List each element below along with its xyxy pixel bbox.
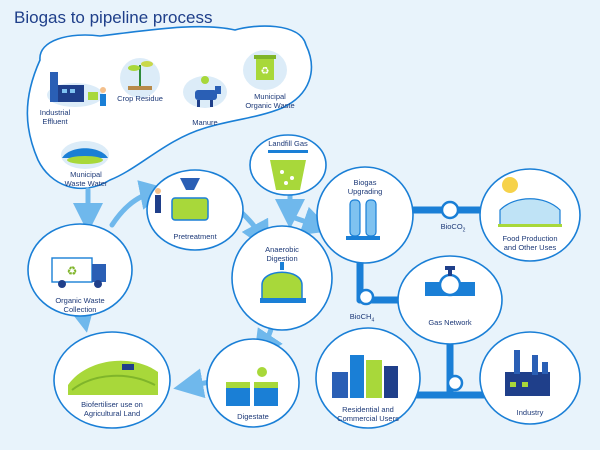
label-residential-commercial: Residential and Commercial Users xyxy=(337,405,399,423)
label-biogas-upgrading: Biogas Upgrading xyxy=(347,178,383,196)
valve-icon xyxy=(425,266,475,297)
plant-icon xyxy=(120,58,160,98)
svg-text:♻: ♻ xyxy=(261,66,270,77)
factory-icon xyxy=(47,72,106,107)
label-pretreatment: Pretreatment xyxy=(173,232,217,241)
label-bioco2: BioCO2 xyxy=(440,222,466,234)
label-food-production: Food Production and Other Uses xyxy=(502,234,558,252)
label-bioch4: BioCH4 xyxy=(349,312,375,324)
label-municipal-waste-water: Municipal Waste Water xyxy=(64,170,108,188)
recycle-bin-icon: ♻ xyxy=(243,50,287,90)
label-landfill-gas: Landfill Gas xyxy=(268,139,308,148)
svg-text:♻: ♻ xyxy=(67,264,78,278)
truck-icon: ♻ xyxy=(51,257,106,288)
label-crop-residue: Crop Residue xyxy=(117,94,163,103)
label-digestate: Digestate xyxy=(237,412,269,421)
biogas-upgrading-node xyxy=(316,166,414,264)
label-municipal-organic-waste: Municipal Organic Waste xyxy=(245,92,295,110)
digestate-tanks-icon xyxy=(226,367,278,406)
farmland-icon xyxy=(68,360,158,395)
pipe-outlet-icon xyxy=(61,141,109,169)
label-anaerobic-digestion: Anaerobic Digestion xyxy=(265,245,299,263)
gas-network-node xyxy=(397,255,503,345)
upgrading-columns-icon xyxy=(346,199,380,240)
pipe-valves xyxy=(357,200,464,392)
label-organic-waste-collection: Organic Waste Collection xyxy=(55,296,105,314)
landfill-icon xyxy=(268,150,308,190)
label-biofertiliser: Biofertiliser use on Agricultural Land xyxy=(81,400,143,418)
hopper-tank-icon xyxy=(155,178,209,221)
label-industrial-effluent: Industrial Effluent xyxy=(39,108,71,126)
label-manure: Manure xyxy=(192,118,218,127)
page-title: Biogas to pipeline process xyxy=(14,8,213,27)
label-industry: Industry xyxy=(516,408,544,417)
industry-icon xyxy=(505,350,550,396)
city-buildings-icon xyxy=(332,355,398,398)
greenhouse-icon xyxy=(498,177,562,227)
cow-icon xyxy=(183,76,227,108)
label-gas-network: Gas Network xyxy=(428,318,472,327)
digester-dome-icon xyxy=(260,262,306,303)
